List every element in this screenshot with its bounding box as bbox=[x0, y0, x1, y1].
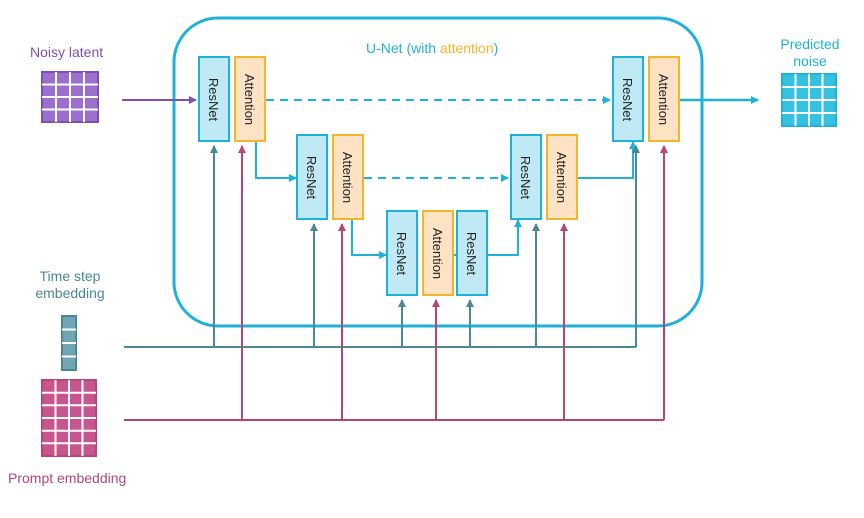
resnet-block-mid-2: ResNet bbox=[456, 210, 488, 296]
resnet-label: ResNet bbox=[518, 155, 534, 199]
attention-label: Attention bbox=[340, 151, 356, 203]
resnet-label: ResNet bbox=[394, 231, 410, 275]
noisy-latent-grid bbox=[41, 71, 99, 123]
time-step-line2: embedding bbox=[35, 285, 105, 301]
resnet-block-up-1: ResNet bbox=[612, 56, 644, 142]
resnet-label: ResNet bbox=[206, 77, 222, 121]
resnet-block-mid-1: ResNet bbox=[386, 210, 418, 296]
unet-container bbox=[172, 16, 704, 328]
attention-block-up-2: Attention bbox=[546, 134, 578, 220]
resnet-label: ResNet bbox=[304, 155, 320, 199]
attention-label: Attention bbox=[430, 227, 446, 279]
time-step-vector bbox=[61, 315, 77, 371]
predicted-noise-label: Predicted noise bbox=[770, 36, 850, 70]
skip-connections bbox=[266, 96, 611, 182]
unet-title-suffix: ) bbox=[493, 40, 499, 56]
predicted-noise-grid bbox=[781, 73, 837, 127]
attention-block-up-1: Attention bbox=[648, 56, 680, 142]
attention-label: Attention bbox=[656, 73, 672, 125]
attention-block-mid: Attention bbox=[422, 210, 454, 296]
resnet-block-down-1: ResNet bbox=[198, 56, 230, 142]
prompt-embedding-label: Prompt embedding bbox=[8, 470, 127, 486]
attention-block-down-2: Attention bbox=[332, 134, 364, 220]
time-step-lines bbox=[124, 145, 640, 348]
prompt-lines bbox=[124, 145, 668, 421]
resnet-block-up-2: ResNet bbox=[510, 134, 542, 220]
attention-label: Attention bbox=[554, 151, 570, 203]
attention-label: Attention bbox=[242, 73, 258, 125]
unet-title: U-Net (with attention) bbox=[366, 40, 498, 56]
predicted-noise-line1: Predicted bbox=[780, 36, 840, 52]
unet-title-prefix: U-Net (with bbox=[366, 40, 440, 56]
predicted-noise-line2: noise bbox=[793, 53, 827, 69]
time-step-line1: Time step bbox=[39, 268, 101, 284]
resnet-label: ResNet bbox=[464, 231, 480, 275]
unet-flow-lines bbox=[255, 96, 759, 259]
unet-title-highlight: attention bbox=[439, 40, 494, 56]
noisy-latent-label: Noisy latent bbox=[30, 44, 104, 60]
attention-block-down-1: Attention bbox=[234, 56, 266, 142]
time-step-label: Time step embedding bbox=[20, 268, 120, 302]
resnet-label: ResNet bbox=[620, 77, 636, 121]
prompt-embedding-grid bbox=[41, 379, 97, 457]
resnet-block-down-2: ResNet bbox=[296, 134, 328, 220]
